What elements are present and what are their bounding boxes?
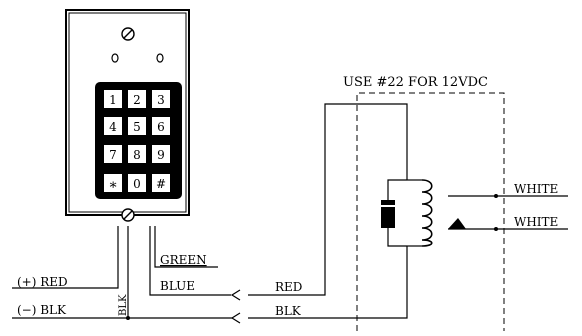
svg-text:3: 3 <box>157 93 165 107</box>
diode-icon <box>381 200 395 228</box>
svg-text:∗: ∗ <box>108 177 118 193</box>
white-top-label: WHITE <box>514 182 558 196</box>
svg-text:8: 8 <box>133 148 141 162</box>
white-bottom-label: WHITE <box>514 215 558 229</box>
blk-vertical-label: BLK <box>118 294 129 316</box>
key-8: 8 <box>128 145 146 163</box>
right-led-icon <box>156 53 164 63</box>
keypad-keys: 1 2 3 4 5 6 7 8 9 ∗ 0 # <box>104 90 170 193</box>
white-top-terminal <box>494 194 498 198</box>
green-wire-label: GREEN <box>160 253 207 267</box>
white-output-wires <box>448 195 568 230</box>
supply-note-label: USE #22 FOR 12VDC <box>343 75 488 90</box>
left-led-icon <box>111 53 119 63</box>
keypad-body <box>95 82 182 199</box>
key-7: 7 <box>104 145 122 163</box>
red-out-label: RED <box>275 280 302 294</box>
blk-junction-dot <box>126 316 130 320</box>
svg-text:4: 4 <box>109 120 117 134</box>
key-0: 0 <box>128 174 146 192</box>
top-screw-icon <box>121 27 135 41</box>
blue-wire-label: BLUE <box>160 279 195 293</box>
key-star: ∗ <box>104 174 122 193</box>
key-5: 5 <box>128 117 146 135</box>
key-9: 9 <box>152 145 170 163</box>
red-plus-label: (+) RED <box>17 275 68 289</box>
keypad-wires <box>12 226 232 319</box>
blk-out-label: BLK <box>275 304 302 318</box>
svg-text:1: 1 <box>109 93 117 107</box>
svg-text:7: 7 <box>109 148 117 162</box>
connector-arrows <box>230 289 241 324</box>
svg-text:#: # <box>156 177 166 191</box>
key-6: 6 <box>152 117 170 135</box>
svg-text:0: 0 <box>133 177 141 191</box>
key-3: 3 <box>152 90 170 108</box>
svg-text:5: 5 <box>133 120 141 134</box>
svg-text:2: 2 <box>133 93 141 107</box>
relay-wires <box>248 103 408 319</box>
blk-minus-label: (−) BLK <box>17 303 67 317</box>
key-1: 1 <box>104 90 122 108</box>
svg-text:9: 9 <box>157 148 165 162</box>
relay-dashed-enclosure <box>356 92 505 331</box>
key-4: 4 <box>104 117 122 135</box>
bottom-screw-icon <box>121 208 135 222</box>
key-2: 2 <box>128 90 146 108</box>
white-bottom-terminal <box>494 227 498 231</box>
svg-text:6: 6 <box>157 120 165 134</box>
contact-arrow-icon <box>448 218 466 229</box>
key-hash: # <box>152 174 170 192</box>
relay-coil-icon <box>421 179 433 247</box>
